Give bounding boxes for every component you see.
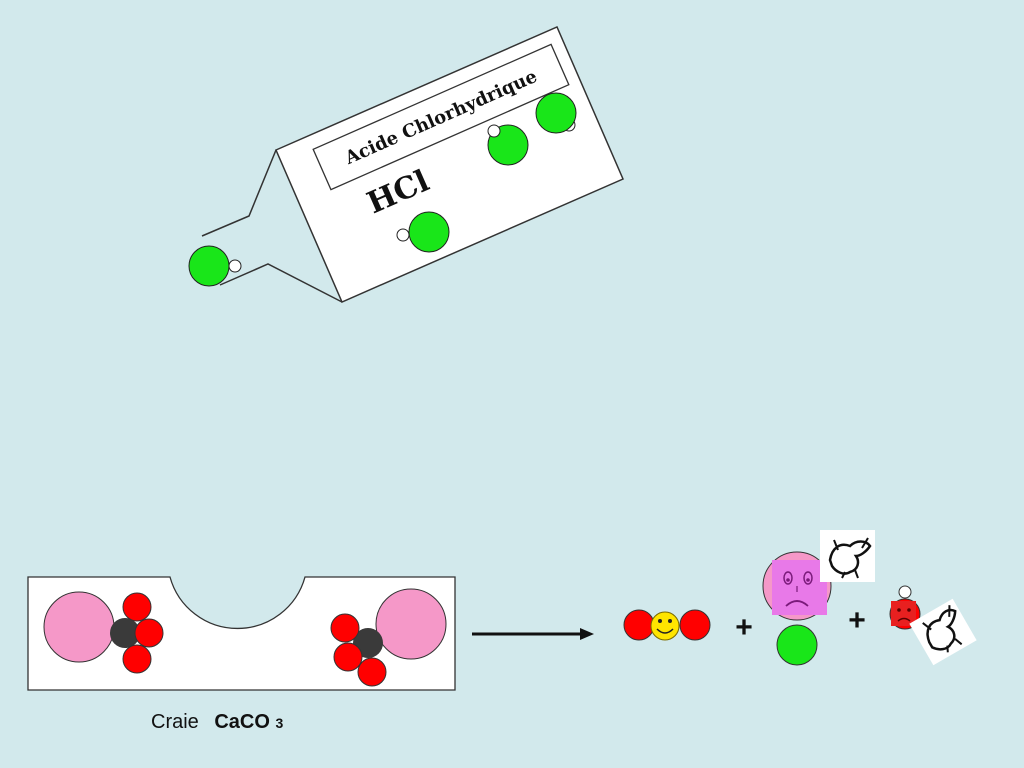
hcl-molecule [188, 245, 242, 287]
h2o-molecule [889, 585, 921, 630]
chalk-block [27, 576, 456, 691]
chalk-formula: CaCO [214, 711, 270, 733]
cow-sketch-icon [820, 530, 875, 582]
reaction-arrow [472, 628, 594, 640]
cacl2-molecule [762, 551, 832, 666]
bottle-neck-top [201, 149, 277, 237]
acid-bottle: Acide Chlorhydrique HCl [188, 26, 624, 303]
bottle-neck-bottom [219, 263, 343, 303]
sad-face-icon [772, 560, 827, 615]
plus-sign-2: + [848, 604, 866, 637]
hcl-molecule [396, 211, 450, 253]
chalk-formula-subscript: 3 [276, 715, 284, 731]
caco3-molecule-left [43, 591, 164, 674]
caco3-molecule-right [330, 588, 447, 687]
sad-face-small-icon [889, 598, 921, 630]
co2-molecule [623, 609, 711, 641]
smiley-face-icon [650, 611, 680, 641]
hcl-molecule [535, 92, 577, 134]
cow-sketch-icon [909, 598, 977, 666]
plus-sign-1: + [735, 611, 753, 644]
chalk-name: Craie [151, 711, 199, 733]
bottle-label-frame [312, 43, 570, 191]
hcl-molecule [487, 124, 529, 166]
chalk-caption: Craie CaCO 3 [151, 711, 284, 733]
